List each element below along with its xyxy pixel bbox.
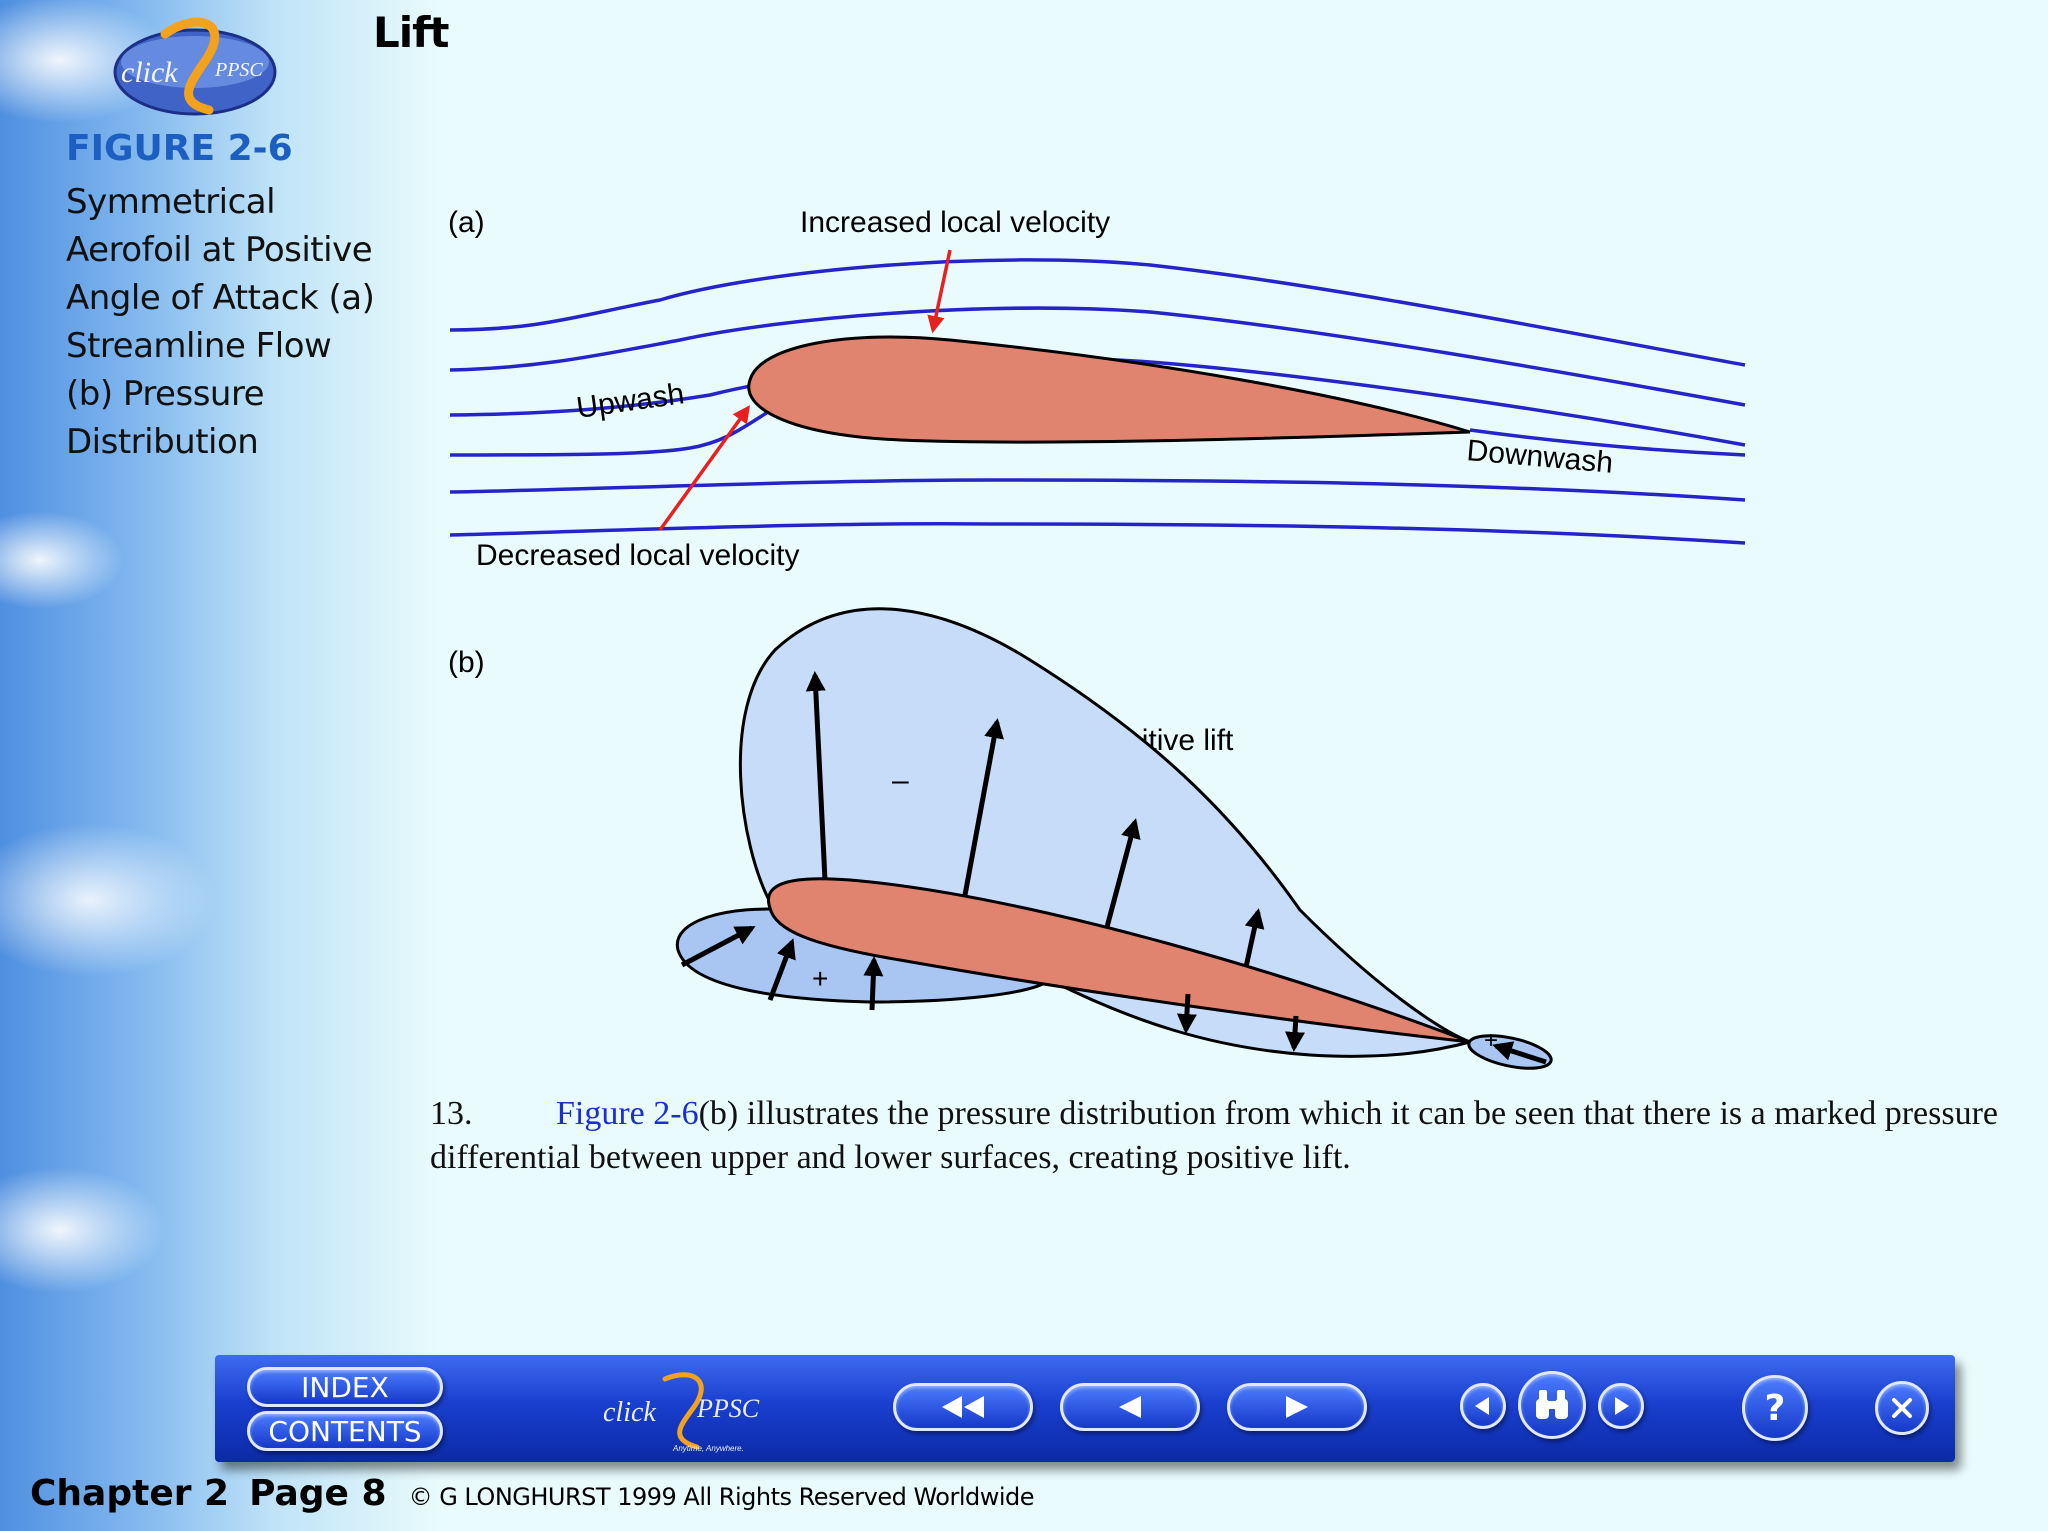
streamline bbox=[1469, 428, 1746, 457]
pressure-arrow bbox=[1176, 993, 1197, 1034]
caption-line: (b) Pressure bbox=[66, 374, 265, 414]
search-button[interactable] bbox=[1518, 1371, 1586, 1439]
chapter-label: Chapter 2 bbox=[30, 1473, 230, 1514]
toolbar-logo: click PPSC Anytime, Anywhere. bbox=[603, 1372, 760, 1453]
close-button[interactable] bbox=[1875, 1381, 1929, 1435]
double-left-arrow-icon bbox=[942, 1396, 984, 1418]
figure-label: FIGURE 2-6 bbox=[66, 128, 293, 169]
streamline bbox=[449, 388, 811, 457]
index-button[interactable]: INDEX bbox=[247, 1367, 443, 1407]
lift-arrow bbox=[1243, 908, 1265, 968]
svg-text:PPSC: PPSC bbox=[696, 1394, 760, 1423]
svg-text:Anytime, Anywhere.: Anytime, Anywhere. bbox=[672, 1444, 744, 1453]
page-title: Lift bbox=[373, 8, 450, 57]
plus-sign-tail: + bbox=[1484, 1027, 1498, 1054]
svg-text:click: click bbox=[121, 56, 178, 89]
upwash-label: Upwash bbox=[574, 377, 686, 425]
pressure-arrow bbox=[1285, 1015, 1305, 1052]
downwash-label: Downwash bbox=[1465, 434, 1614, 480]
streamline bbox=[449, 478, 1746, 502]
first-page-button[interactable] bbox=[893, 1383, 1033, 1431]
pressure-arrows bbox=[680, 671, 1547, 1065]
close-icon bbox=[1892, 1398, 1912, 1418]
binoculars-icon bbox=[1536, 1390, 1568, 1419]
caption-line: Angle of Attack (a) bbox=[66, 278, 375, 318]
question-mark-icon: ? bbox=[1764, 1387, 1786, 1429]
caption-line: Streamline Flow bbox=[66, 326, 332, 366]
caption-line: Aerofoil at Positive bbox=[66, 230, 373, 270]
body-paragraph: 13. Figure 2-6(b) illustrates the pressur… bbox=[430, 1092, 1998, 1180]
right-arrow-icon bbox=[1286, 1396, 1308, 1418]
contents-button[interactable]: CONTENTS bbox=[247, 1411, 443, 1451]
streamline bbox=[449, 258, 1746, 367]
increased-velocity-arrow bbox=[927, 249, 952, 334]
svg-text:click: click bbox=[603, 1397, 656, 1428]
panel-b-label: (b) bbox=[448, 646, 485, 679]
click2ppsc-logo: click PPSC bbox=[113, 17, 277, 116]
paragraph-text: (b) illustrates the pressure distributio… bbox=[430, 1095, 1998, 1176]
figure-caption: Symmetrical Aerofoil at Positive Angle o… bbox=[66, 178, 386, 466]
aerofoil-b bbox=[766, 877, 1471, 1044]
next-page-button[interactable] bbox=[1227, 1383, 1367, 1431]
pressure-arrow bbox=[680, 925, 756, 968]
decreased-velocity-label: Decreased local velocity bbox=[476, 539, 799, 572]
lift-arrow bbox=[805, 671, 828, 881]
page-label: Page 8 bbox=[249, 1473, 387, 1514]
lift-arrow bbox=[962, 718, 1004, 896]
panel-a-label: (a) bbox=[448, 206, 485, 239]
lift-arrow bbox=[1104, 818, 1141, 928]
pressure-arrow bbox=[1492, 1041, 1547, 1065]
circle-right-arrow-icon bbox=[1615, 1397, 1629, 1415]
increased-velocity-label: Increased local velocity bbox=[800, 206, 1110, 239]
minus-sign: – bbox=[892, 764, 909, 797]
pressure-arrow bbox=[767, 938, 796, 1001]
search-next-button[interactable] bbox=[1598, 1383, 1644, 1429]
caption-line: Symmetrical bbox=[66, 182, 276, 222]
figure-link[interactable]: Figure 2-6 bbox=[556, 1095, 699, 1132]
streamline bbox=[449, 521, 1746, 545]
decreased-velocity-arrow bbox=[658, 405, 751, 532]
plus-sign-lower: + bbox=[812, 963, 828, 994]
help-button[interactable]: ? bbox=[1742, 1375, 1808, 1441]
aerofoil-a bbox=[747, 335, 1471, 444]
page-footer: Chapter 2 Page 8 © G LONGHURST 1999 All Ri… bbox=[30, 1473, 1035, 1514]
copyright-notice: © G LONGHURST 1999 All Rights Reserved W… bbox=[408, 1483, 1035, 1511]
sky-background bbox=[0, 0, 440, 1531]
circle-left-arrow-icon bbox=[1475, 1397, 1489, 1415]
streamline bbox=[449, 306, 1746, 407]
caption-line: Distribution bbox=[66, 422, 259, 462]
previous-page-button[interactable] bbox=[1060, 1383, 1200, 1431]
svg-text:PPSC: PPSC bbox=[214, 59, 263, 81]
paragraph-number: 13. bbox=[430, 1095, 473, 1132]
left-arrow-icon bbox=[1119, 1396, 1141, 1418]
search-previous-button[interactable] bbox=[1460, 1383, 1506, 1429]
navigation-toolbar: INDEX CONTENTS click PPSC Anytime, Anywh… bbox=[215, 1355, 1955, 1462]
pressure-arrow bbox=[863, 956, 884, 1011]
aerofoil-diagram: (a) Increased local velocity Upwash Down… bbox=[448, 206, 1746, 1070]
